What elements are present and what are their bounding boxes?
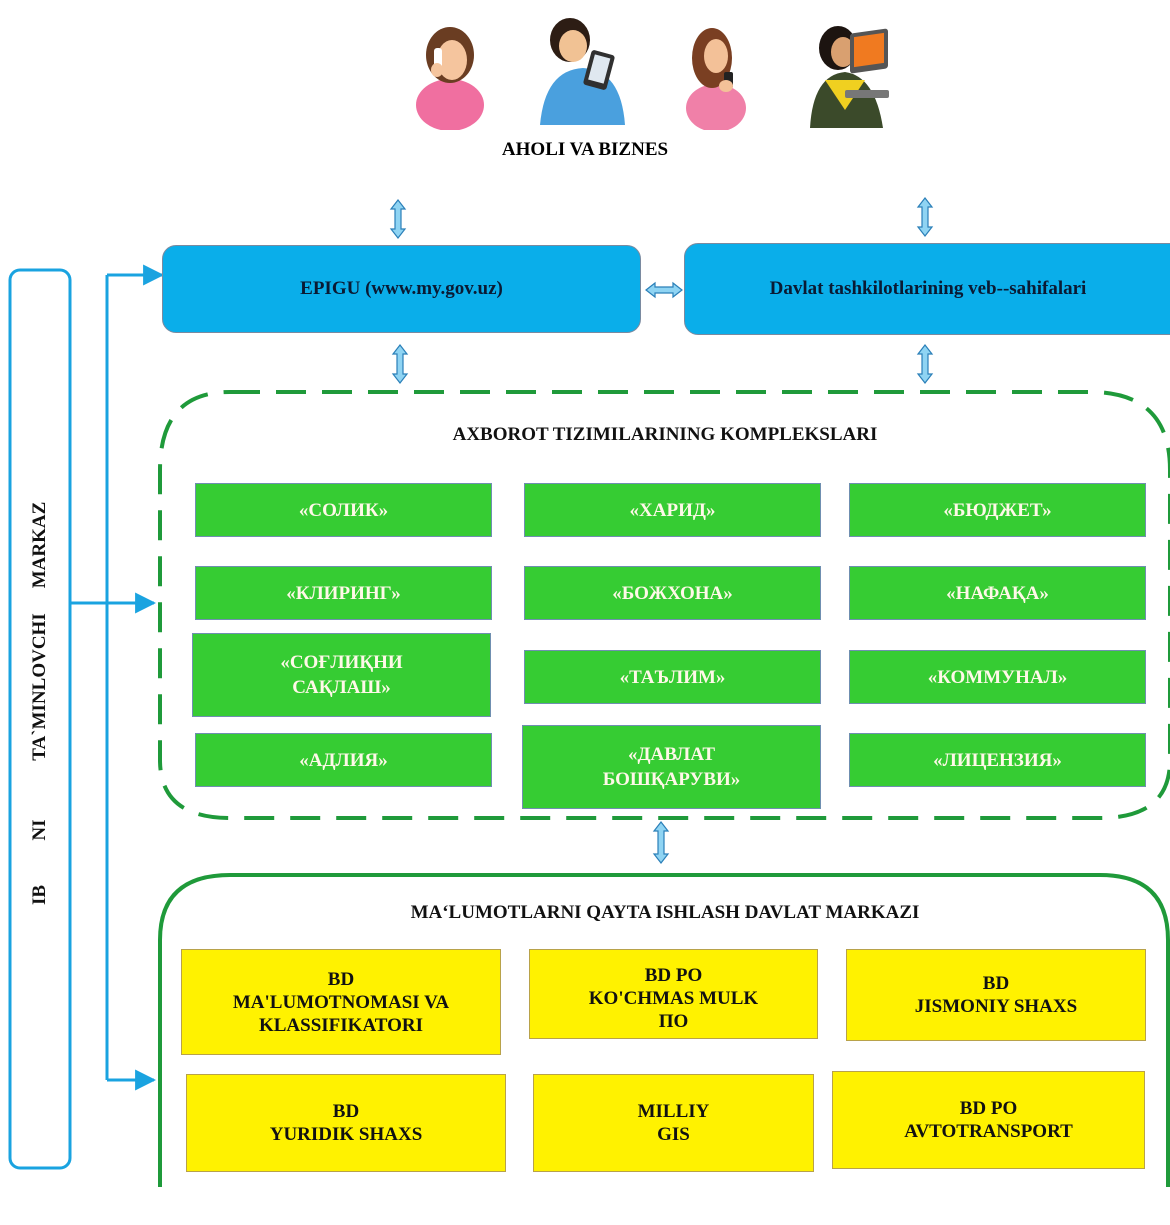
db-label-line2: GIS (657, 1124, 690, 1145)
man-tablet-icon (540, 18, 625, 125)
complex-label-line2: БОШҚАРУВИ» (602, 769, 741, 790)
diagram-connectors (8, 197, 1170, 1187)
db-label-line1: BD (332, 1101, 360, 1122)
side-label-frame (8, 268, 72, 1170)
complex-label: «ХАРИД» (629, 499, 716, 521)
complex-box-davlat-boshqaruvi: «ДАВЛАТ БОШҚАРУВИ» (522, 725, 821, 809)
complex-box-bojxona: «БОЖХОНА» (524, 566, 821, 620)
complex-box-nafaka: «НАФАҚА» (849, 566, 1146, 620)
complex-label-line1: «ДАВЛАТ (627, 744, 716, 765)
woman-mobile-icon (686, 28, 746, 130)
complex-box-litsenziya: «ЛИЦЕНЗИЯ» (849, 733, 1146, 787)
side-label-word-1 (0, 1195, 120, 1225)
db-box-vehicles: BD PO AVTOTRANSPORT (832, 1071, 1145, 1169)
db-box-reference-classifiers: BD MA'LUMOTNOMASI VA KLASSIFIKATORI (181, 949, 501, 1055)
double-arrow-lower (652, 821, 670, 864)
complex-label: «АДЛИЯ» (299, 749, 388, 771)
data-center-title: MA‘LUMOTLARNI QAYTA ISHLASH DAVLAT MARKA… (410, 902, 920, 923)
complex-box-sogliqni-saqlash: «СОҒЛИҚНИ САҚЛАШ» (192, 633, 491, 717)
db-label-line2: AVTOTRANSPORT (904, 1121, 1073, 1142)
gov-websites-label: Davlat tashkilotlarining veb--sahifalari (769, 278, 1087, 299)
complex-box-xarid: «ХАРИД» (524, 483, 821, 537)
complex-label: «ЛИЦЕНЗИЯ» (933, 749, 1062, 771)
complex-box-kliring: «КЛИРИНГ» (195, 566, 492, 620)
db-label-line2: KO'CHMAS MULK (588, 988, 759, 1009)
complex-box-adliya: «АДЛИЯ» (195, 733, 492, 787)
complex-label: «НАФАҚА» (946, 582, 1049, 604)
complex-label-line1: «СОҒЛИҚНИ (280, 652, 403, 673)
people-illustrations (410, 10, 890, 130)
side-label-markaz: MARKAZ (29, 501, 50, 589)
complex-label: «КЛИРИНГ» (286, 582, 401, 604)
db-label-line1: BD (982, 973, 1010, 994)
db-label-line1: BD PO (959, 1098, 1018, 1119)
population-business-title: AHOLI VA BIZNES (501, 139, 669, 160)
epigu-portal-box: EPIGU (www.my.gov.uz) (162, 245, 641, 333)
double-arrow-mid-left (391, 344, 409, 384)
double-arrow-mid-right (916, 344, 934, 384)
complex-label: «БЮДЖЕТ» (943, 499, 1052, 521)
complex-box-talim: «ТАЪЛИМ» (524, 650, 821, 704)
db-box-national-gis: MILLIY GIS (533, 1074, 814, 1172)
db-label-line3: KLASSIFIKATORI (258, 1014, 423, 1036)
db-box-individuals: BD JISMONIY SHAXS (846, 949, 1146, 1041)
db-label-line1: BD PO (644, 965, 703, 986)
side-label-ni: NI (29, 819, 50, 841)
woman-phone-icon (416, 27, 484, 130)
gov-websites-box: Davlat tashkilotlarining veb--sahifalari (684, 243, 1170, 335)
complex-label: «БОЖХОНА» (612, 582, 733, 604)
epigu-portal-label: EPIGU (www.my.gov.uz) (300, 278, 503, 299)
double-arrow-top-right (916, 197, 934, 237)
db-label-line3: ПО (658, 1011, 689, 1032)
complex-label: «ТАЪЛИМ» (619, 666, 726, 688)
man-laptop-icon (810, 26, 889, 128)
db-box-real-estate: BD PO KO'CHMAS MULK ПО (529, 949, 818, 1039)
db-box-legal-entities: BD YURIDIK SHAXS (186, 1074, 506, 1172)
side-connector-line (70, 275, 109, 1080)
complexes-title: AXBOROT TIZIMILARINING KOMPLEKSLARI (452, 424, 878, 445)
complexes-frame (158, 390, 1170, 820)
db-label-line2: JISMONIY SHAXS (914, 996, 1078, 1017)
data-center-frame (158, 873, 1170, 1187)
db-label-line1: MILLIY (637, 1101, 710, 1122)
double-arrow-top-left (389, 199, 407, 239)
complex-box-byudjet: «БЮДЖЕТ» (849, 483, 1146, 537)
complex-label: «СОЛИК» (298, 499, 389, 521)
db-label-line2: MA'LUMOTNOMASI VA (232, 991, 450, 1013)
complex-box-solik: «СОЛИК» (195, 483, 492, 537)
complex-label-line2: САҚЛАШ» (292, 677, 391, 698)
db-label-line2: YURIDIK SHAXS (269, 1124, 423, 1145)
complex-box-kommunal: «КОММУНАЛ» (849, 650, 1146, 704)
db-label-line1: BD (327, 968, 355, 990)
double-arrow-horizontal (645, 281, 683, 299)
complex-label: «КОММУНАЛ» (927, 666, 1068, 688)
